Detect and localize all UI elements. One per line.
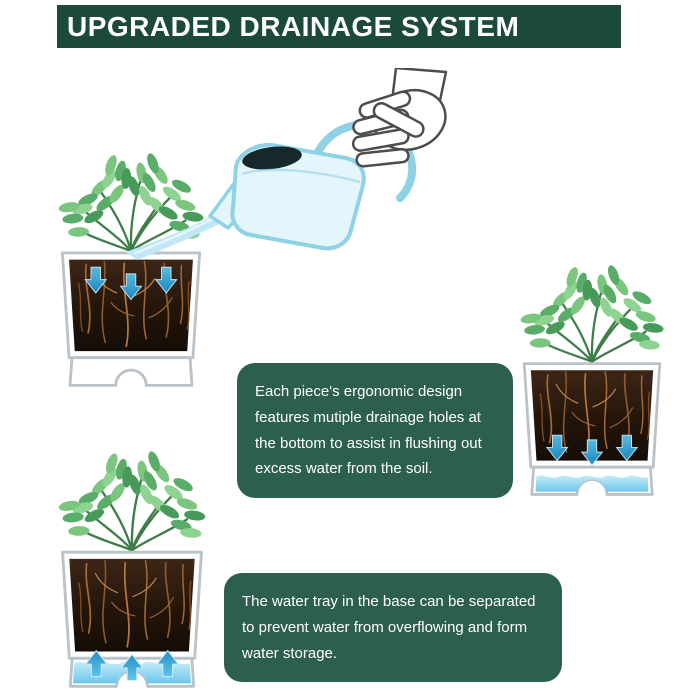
planter-right	[512, 262, 672, 499]
drainage-callout-text: Each piece's ergonomic design features m…	[255, 383, 482, 478]
tray-water	[73, 662, 191, 684]
hand	[351, 68, 448, 168]
planter-water-tray-storage-icon	[56, 448, 208, 688]
hand-pouring-watering-can-icon	[126, 68, 448, 260]
header-banner: UPGRADED DRAINAGE SYSTEM	[57, 5, 621, 48]
tray-water	[535, 475, 649, 492]
water-tray-callout-text: The water tray in the base can be separa…	[242, 593, 536, 662]
planter-bottom-drainage-holes-icon	[518, 262, 666, 496]
planter-bottom-left	[50, 448, 214, 691]
can-opening	[242, 146, 302, 170]
watering-can-illustration	[100, 68, 470, 260]
page-title: UPGRADED DRAINAGE SYSTEM	[67, 10, 520, 42]
drainage-callout: Each piece's ergonomic design features m…	[237, 363, 513, 499]
water-tray-callout: The water tray in the base can be separa…	[224, 573, 562, 683]
